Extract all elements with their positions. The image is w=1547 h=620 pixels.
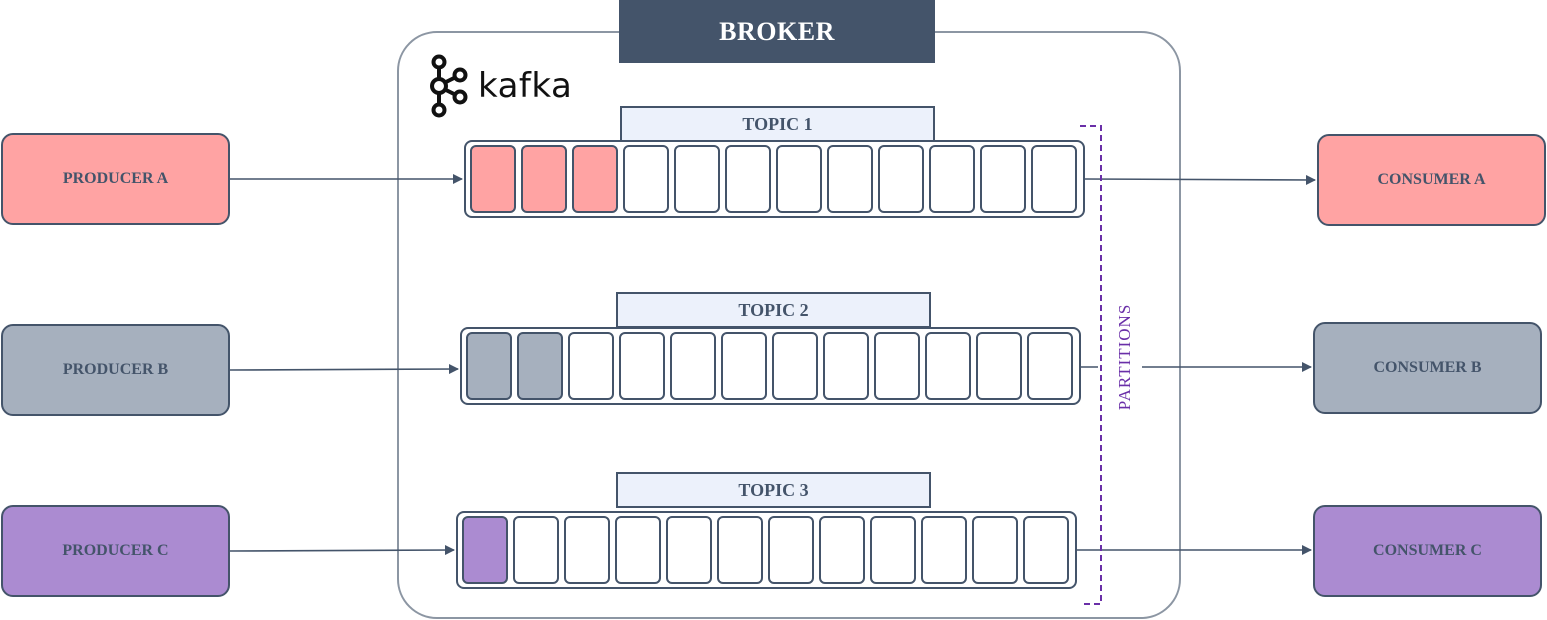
- partitions-label: PARTITIONS: [1115, 303, 1134, 411]
- consumer-b: CONSUMER B: [1313, 322, 1542, 414]
- message-cell-empty: [615, 516, 661, 584]
- producer-b: PRODUCER B: [1, 324, 230, 416]
- producer-c: PRODUCER C: [1, 505, 230, 597]
- topic-1-partition: [464, 140, 1085, 218]
- message-cell-empty: [619, 332, 665, 400]
- message-cell-empty: [929, 145, 975, 213]
- message-cell-filled: [470, 145, 516, 213]
- message-cell-filled: [517, 332, 563, 400]
- message-cell-filled: [521, 145, 567, 213]
- kafka-logo-icon: [430, 54, 468, 118]
- message-cell-empty: [972, 516, 1018, 584]
- topic-2-partition: [460, 327, 1081, 405]
- message-cell-empty: [1027, 332, 1073, 400]
- message-cell-empty: [819, 516, 865, 584]
- message-cell-empty: [823, 332, 869, 400]
- message-cell-empty: [980, 145, 1026, 213]
- kafka-logo-text: kafka: [478, 66, 573, 106]
- message-cell-filled: [466, 332, 512, 400]
- arrow-producer-c-topic-3: [229, 545, 455, 556]
- producer-a: PRODUCER A: [1, 133, 230, 225]
- message-cell-empty: [721, 332, 767, 400]
- message-cell-empty: [725, 145, 771, 213]
- topic-3-label: TOPIC 3: [616, 472, 931, 508]
- arrow-producer-b-topic-2: [229, 364, 459, 375]
- message-cell-empty: [1023, 516, 1069, 584]
- kafka-logo: kafka: [428, 54, 578, 118]
- topic-3-partition: [456, 511, 1077, 589]
- message-cell-empty: [827, 145, 873, 213]
- message-cell-empty: [772, 332, 818, 400]
- message-cell-empty: [870, 516, 916, 584]
- message-cell-empty: [874, 332, 920, 400]
- message-cell-empty: [925, 332, 971, 400]
- message-cell-empty: [976, 332, 1022, 400]
- message-cell-empty: [674, 145, 720, 213]
- message-cell-empty: [623, 145, 669, 213]
- message-cell-empty: [666, 516, 712, 584]
- consumer-a: CONSUMER A: [1317, 134, 1546, 226]
- partitions-bracket: [1080, 125, 1102, 605]
- consumer-c: CONSUMER C: [1313, 505, 1542, 597]
- message-cell-empty: [513, 516, 559, 584]
- topic-2-label: TOPIC 2: [616, 292, 931, 328]
- broker-title: BROKER: [619, 0, 935, 63]
- message-cell-empty: [768, 516, 814, 584]
- message-cell-filled: [462, 516, 508, 584]
- message-cell-empty: [776, 145, 822, 213]
- arrow-topic-1-consumer-a: [1084, 174, 1316, 185]
- message-cell-empty: [1031, 145, 1077, 213]
- message-cell-empty: [921, 516, 967, 584]
- message-cell-empty: [564, 516, 610, 584]
- message-cell-filled: [572, 145, 618, 213]
- message-cell-empty: [878, 145, 924, 213]
- message-cell-empty: [568, 332, 614, 400]
- message-cell-empty: [670, 332, 716, 400]
- message-cell-empty: [717, 516, 763, 584]
